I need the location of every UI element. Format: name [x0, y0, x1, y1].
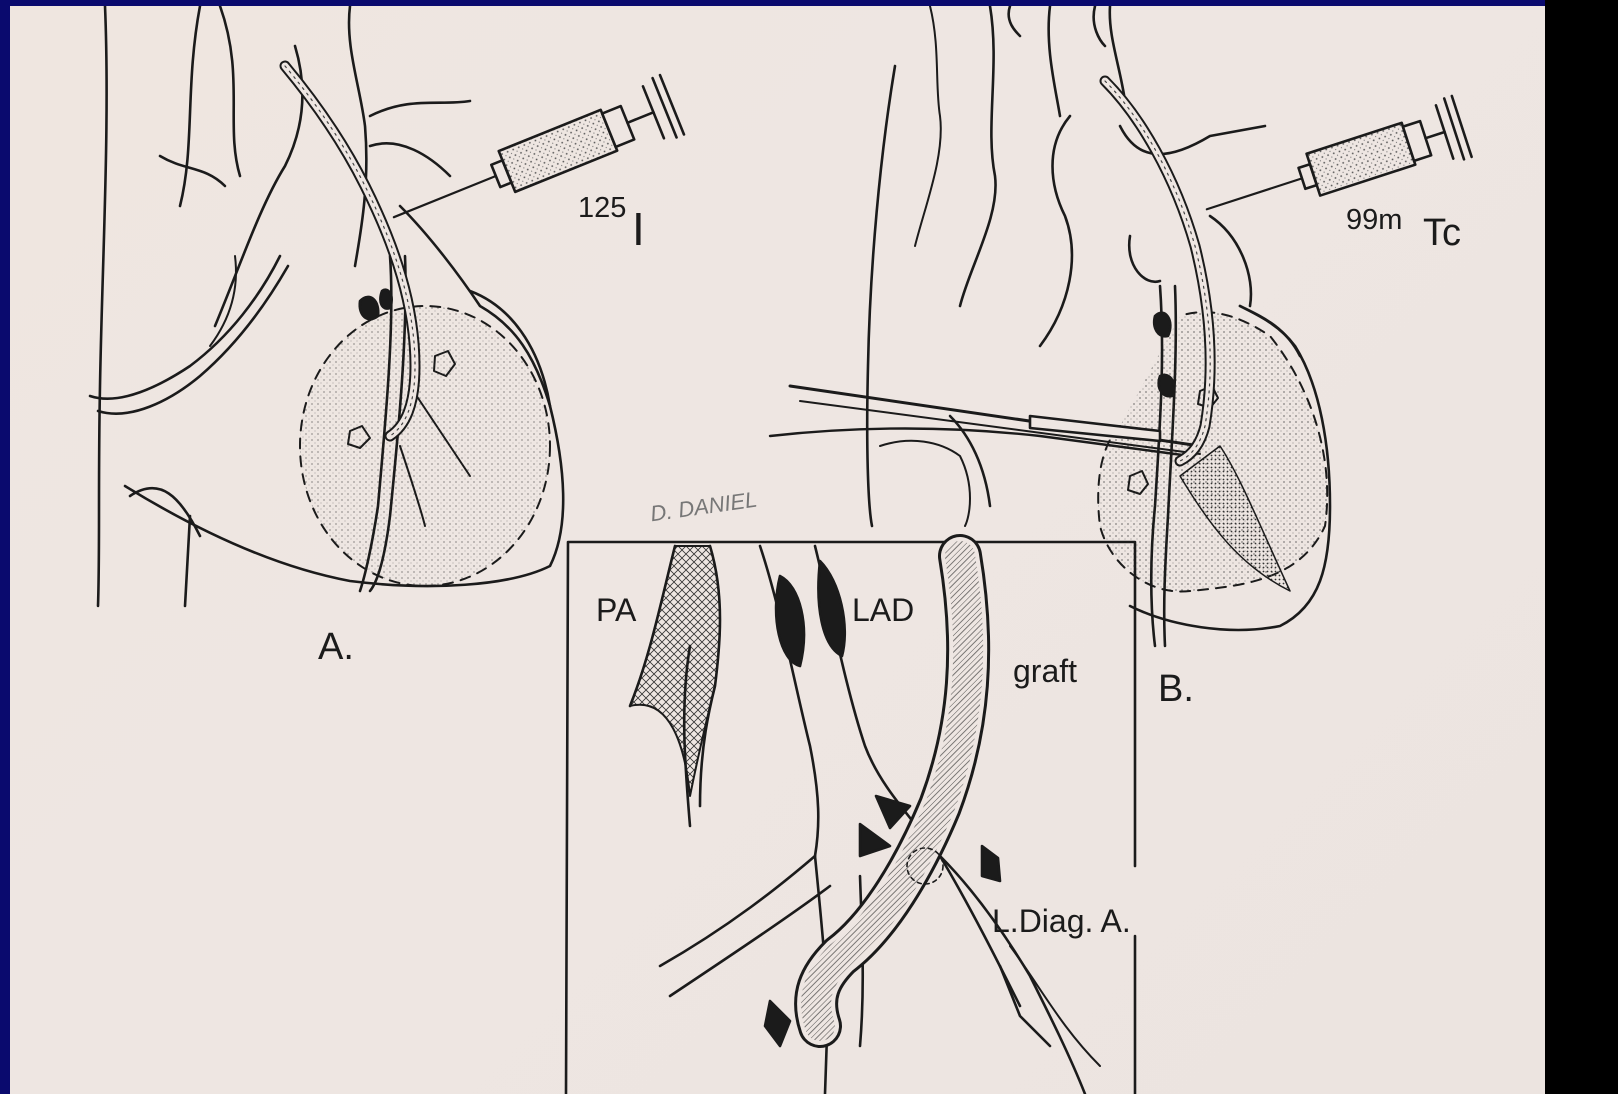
line-drawing: [10, 6, 1545, 1094]
isotope-b-mass: 99m: [1346, 204, 1402, 237]
panel-b-label: B.: [1158, 668, 1194, 711]
heart-a-drawing: [90, 6, 684, 606]
lad-label: LAD: [852, 592, 914, 629]
inset-detail: [566, 542, 1135, 1094]
isotope-a-mass: 125: [578, 192, 626, 225]
pa-label: PA: [596, 592, 636, 629]
graft-label: graft: [1013, 653, 1077, 690]
heart-b-drawing: [770, 6, 1472, 646]
panel-a-label: A.: [318, 626, 354, 669]
isotope-b-symbol: Tc: [1423, 212, 1461, 255]
illustration-slide: 125 I 99m Tc A. B. PA LAD graft L.Diag. …: [10, 6, 1545, 1094]
slide-border-right: [1545, 0, 1618, 1094]
isotope-a-symbol: I: [632, 202, 645, 256]
l-diag-label: L.Diag. A.: [992, 903, 1131, 940]
